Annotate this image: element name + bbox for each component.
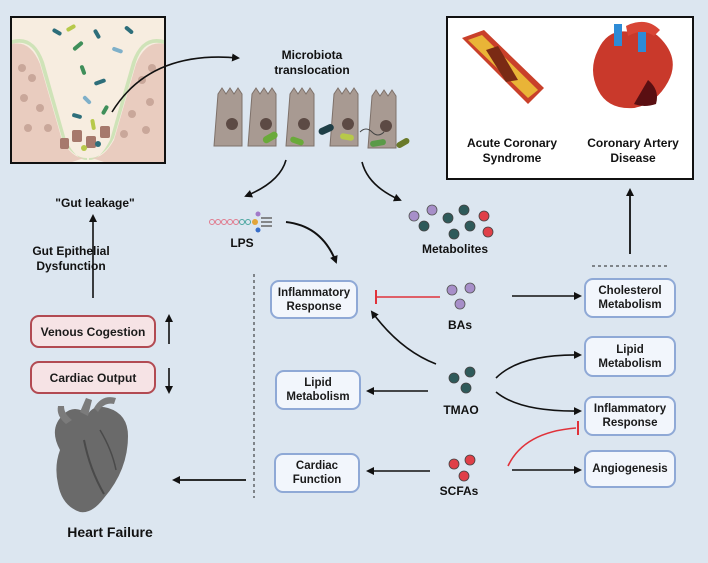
- tmao-to-lipid-right-arrow: [495, 350, 582, 379]
- gut-leakage-label: "Gut leakage": [55, 196, 135, 210]
- anatomical-heart-illustration: [593, 21, 673, 109]
- cells-to-metabolites-arrow: [361, 161, 402, 202]
- heart-failure-label: Heart Failure: [67, 524, 153, 540]
- bas-label: BAs: [447, 318, 472, 332]
- metabolite-dots-icon: [408, 204, 494, 240]
- scfas-dots-icon: [448, 454, 476, 482]
- angiogenesis-box: Angiogenesis: [584, 450, 676, 488]
- lipid-metabolism-box-left: Lipid Metabolism: [275, 370, 361, 410]
- inflammatory-response-box-left: Inflammatory Response: [270, 280, 358, 319]
- cells-to-lps-arrow: [244, 159, 287, 198]
- acs-label: Acute Coronary Syndrome: [466, 136, 558, 165]
- lps-to-inflammatory-arrow: [285, 221, 338, 264]
- cad-label: Coronary Artery Disease: [587, 136, 679, 165]
- gray-heart-illustration: [54, 397, 128, 513]
- tmao-dots-icon: [448, 366, 476, 394]
- tmao-to-inflammatory-arrow: [370, 310, 437, 365]
- tmao-to-inflammatory-right-arrow: [495, 391, 582, 416]
- cardiac-output-box: Cardiac Output: [30, 361, 156, 394]
- coronary-disease-panel: Acute Coronary Syndrome Coronary Artery …: [446, 16, 694, 180]
- gut-dysfunction-label: Gut Epithelial Dysfunction: [32, 244, 110, 273]
- bas-dots-icon: [446, 282, 476, 310]
- inflammatory-response-box-right: Inflammatory Response: [584, 396, 676, 436]
- scfas-inhibit-curve: [507, 427, 577, 467]
- translocation-label: Microbiota translocation: [274, 48, 350, 77]
- plaque-artery-illustration: [462, 30, 544, 104]
- scfas-label: SCFAs: [439, 484, 479, 498]
- metabolites-label: Metabolites: [421, 242, 488, 256]
- cardiac-function-box: Cardiac Function: [274, 453, 360, 493]
- venous-congestion-box: Venous Cogestion: [30, 315, 156, 348]
- lipid-metabolism-box-right: Lipid Metabolism: [584, 336, 676, 377]
- cholesterol-metabolism-box: Cholesterol Metabolism: [584, 278, 676, 318]
- translocation-arrow: [111, 53, 240, 113]
- lps-label: LPS: [230, 236, 254, 250]
- tmao-label: TMAO: [443, 403, 479, 417]
- lps-molecule-icon: [209, 211, 272, 233]
